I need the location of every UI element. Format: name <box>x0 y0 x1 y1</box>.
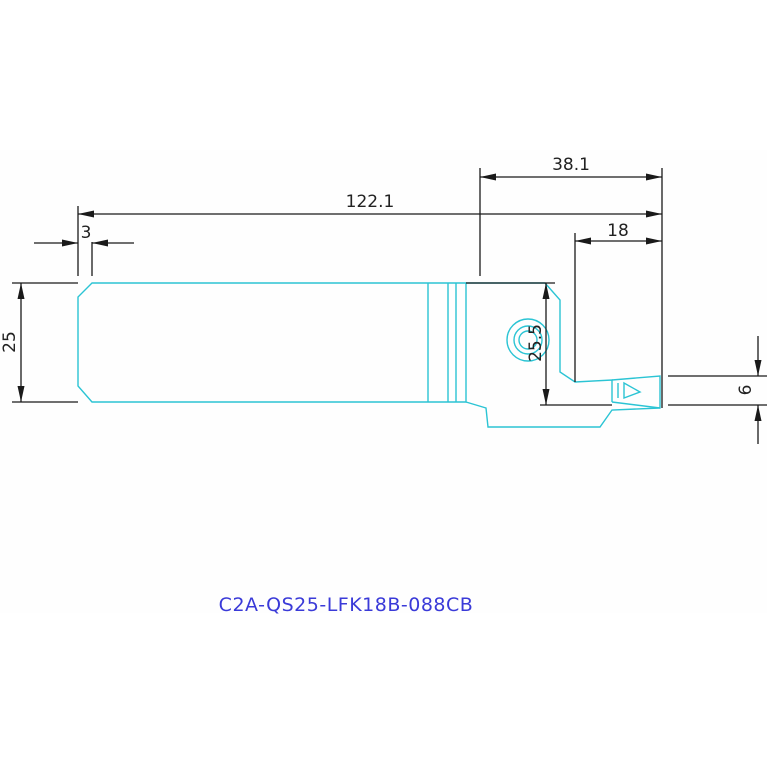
insert-tip <box>623 381 642 400</box>
screw-hole-circle <box>518 330 538 350</box>
tool-outline <box>77 282 661 428</box>
drawing-background <box>0 150 767 613</box>
dimension-lines <box>12 168 767 444</box>
shank-outline <box>77 282 467 403</box>
dim-chamfer-label: 3 <box>81 223 92 243</box>
dim-head-width-label: 18 <box>607 221 629 241</box>
dim-shank-height-label: 25 <box>0 331 20 353</box>
dim-overall-length-label: 122.1 <box>346 192 395 212</box>
dim-head-length-label: 38.1 <box>552 155 590 175</box>
part-number-label: C2A-QS25-LFK18B-088CB <box>219 594 474 616</box>
blade-outline <box>465 401 661 428</box>
screw-inner-circle <box>513 325 543 355</box>
dim-height-label: 25.5 <box>526 324 546 362</box>
insert-outline <box>611 375 661 409</box>
dim-cut-width-label: 6 <box>736 385 756 396</box>
screw-outer-circle <box>506 318 550 362</box>
